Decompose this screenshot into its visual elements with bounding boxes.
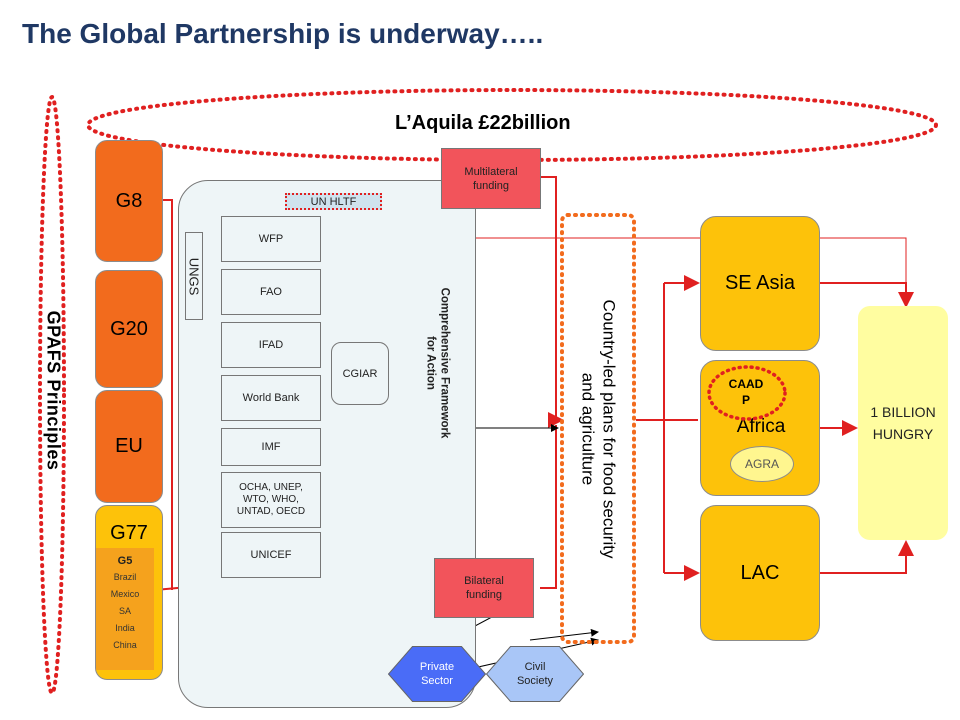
lac-label: LAC: [740, 561, 780, 584]
caadp-label: CAAD P: [707, 364, 785, 420]
country-regions-line: [636, 282, 698, 574]
africa-label: Africa: [736, 416, 786, 437]
hungry-line2: HUNGRY: [872, 426, 934, 442]
agency-ifad: IFAD: [221, 322, 321, 368]
g8-multilateral-line: [163, 199, 173, 590]
g77-label: G77: [110, 522, 148, 544]
hungry-line1: 1 BILLION: [870, 404, 936, 420]
g5-member: India: [115, 623, 135, 633]
eu-label: EU: [115, 435, 143, 457]
caadp-line1: CAAD: [728, 377, 764, 391]
g5-box: G5 Brazil Mexico SA India China: [96, 548, 154, 670]
country-plans-line2: and agriculture: [578, 372, 597, 485]
bilateral-country-line: [540, 425, 557, 589]
framework-label: Comprehensive Framework for Action: [414, 212, 460, 514]
agency-fao: FAO: [221, 269, 321, 315]
cgiar-box: CGIAR: [331, 342, 389, 405]
gpafs-text: GPAFS Principles: [43, 310, 64, 470]
agency-unicef: UNICEF: [221, 532, 321, 578]
bilateral-funding-box: Bilateral funding: [434, 558, 534, 618]
agency-wfp: WFP: [221, 216, 321, 262]
g8-label: G8: [115, 189, 143, 212]
gpafs-ellipse: [38, 95, 66, 695]
caadp-line2: P: [741, 393, 750, 407]
country-plans-border: [560, 213, 636, 644]
agency-imf: IMF: [221, 428, 321, 466]
multilateral-country-line: [540, 176, 564, 428]
eu-box: EU: [95, 390, 163, 503]
agency-ocha-group: OCHA, UNEP, WTO, WHO, UNTAD, OECD: [221, 472, 321, 528]
framework-line2: for Action: [424, 336, 436, 390]
g20-label: G20: [110, 317, 148, 340]
g5-member: SA: [118, 606, 131, 616]
se-asia-hungry-line: [820, 282, 914, 308]
g5-member: China: [113, 640, 137, 650]
g8-box: G8: [95, 140, 163, 262]
g5-member: Brazil: [113, 572, 137, 582]
se-asia-box: SE Asia: [700, 216, 820, 351]
gpafs-label: GPAFS Principles: [38, 90, 68, 690]
country-plans-label: Country-led plans for food security and …: [562, 215, 634, 642]
ungs-label: UNGS: [186, 257, 202, 295]
agency-world-bank: World Bank: [221, 375, 321, 421]
un-hltf-box: UN HLTF: [285, 193, 382, 210]
agra-ellipse: AGRA: [730, 446, 794, 482]
caadp-ellipse: [707, 365, 787, 421]
page-title: The Global Partnership is underway…..: [22, 18, 544, 49]
se-asia-label: SE Asia: [724, 272, 796, 294]
multilateral-funding-box: Multilateral funding: [441, 148, 541, 209]
lac-hungry-line: [820, 540, 914, 574]
lac-box: LAC: [700, 505, 820, 641]
g5-heading: G5: [117, 555, 133, 567]
country-plans-line1: Country-led plans for food security: [599, 299, 618, 558]
g20-box: G20: [95, 270, 163, 388]
ungs-box: UNGS: [185, 232, 203, 320]
hungry-box: 1 BILLION HUNGRY: [858, 306, 948, 540]
framework-line1: Comprehensive Framework: [438, 287, 450, 439]
private-country-line: [529, 628, 599, 641]
g5-member: Mexico: [110, 589, 140, 599]
laquila-label: L’Aquila £22billion: [395, 112, 571, 134]
